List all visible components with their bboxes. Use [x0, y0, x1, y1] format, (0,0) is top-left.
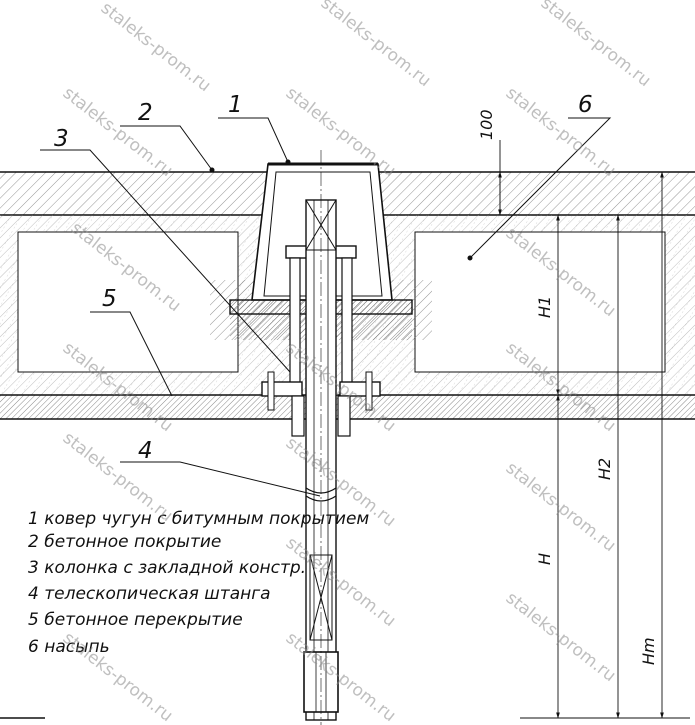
watermark: staleks-prom.ru [282, 628, 400, 725]
dim-ht-label: Hm [639, 637, 658, 665]
dimension-lines [0, 140, 690, 719]
dim-h2-label: H2 [595, 458, 614, 480]
legend-item-3: 3 колонка с закладной констр. [28, 558, 306, 578]
watermark: staleks-prom.ru [282, 533, 400, 631]
watermark: staleks-prom.ru [537, 0, 655, 91]
legend-item-4: 4 телескопическая штанга [28, 584, 271, 604]
callout-3: 3 [54, 126, 69, 152]
telescopic-rod [303, 150, 339, 725]
watermark: staleks-prom.ru [317, 0, 435, 91]
watermark: staleks-prom.ru [97, 0, 215, 96]
callout-6: 6 [578, 92, 593, 118]
legend-item-1: 1 ковер чугун с битумным покрытием [28, 509, 369, 529]
leader-lines [40, 117, 612, 497]
legend-item-6: 6 насыпь [28, 637, 110, 657]
callout-2: 2 [138, 100, 153, 126]
watermark: staleks-prom.ru [59, 628, 177, 725]
legend-item-5: 5 бетонное перекрытие [28, 610, 243, 630]
callout-numbers: 1 2 3 4 5 6 [54, 92, 593, 464]
dimension-labels: 100 H1 H2 H Hm [477, 109, 658, 665]
legend-item-2: 2 бетонное покрытие [28, 532, 221, 552]
watermark: staleks-prom.ru [59, 83, 177, 181]
callout-4: 4 [138, 438, 153, 464]
watermark: staleks-prom.ru [502, 588, 620, 686]
legend: 1 ковер чугун с битумным покрытием 2 бет… [28, 509, 369, 657]
dim-100-label: 100 [477, 109, 496, 140]
dim-h-label: H [535, 553, 554, 565]
dim-h1-label: H1 [535, 296, 554, 318]
callout-1: 1 [228, 92, 243, 118]
callout-5: 5 [102, 286, 117, 312]
watermark: staleks-prom.ru [502, 83, 620, 181]
